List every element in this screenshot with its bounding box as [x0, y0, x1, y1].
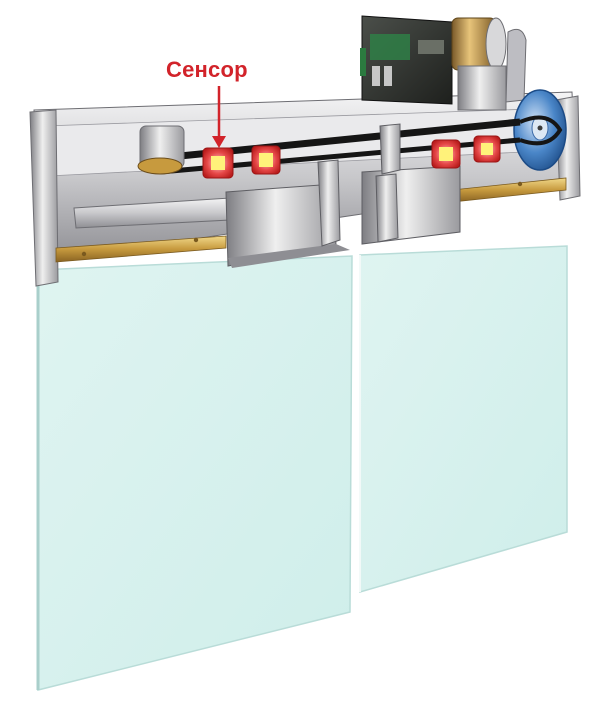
door-hanger-left [225, 159, 350, 268]
motor-pulley-icon [451, 17, 567, 171]
glass-door-left [36, 255, 353, 691]
brass-rail-left [55, 235, 227, 263]
glass-door-right [359, 245, 568, 593]
sensor-pointer-arrow [212, 86, 226, 148]
control-unit-icon [360, 15, 453, 105]
door-hanger-right [361, 123, 461, 245]
sensor-icon [202, 135, 501, 179]
sensor-label: Сенсор [166, 57, 248, 82]
idler-pulley [137, 125, 185, 175]
rail-screws [81, 181, 523, 257]
